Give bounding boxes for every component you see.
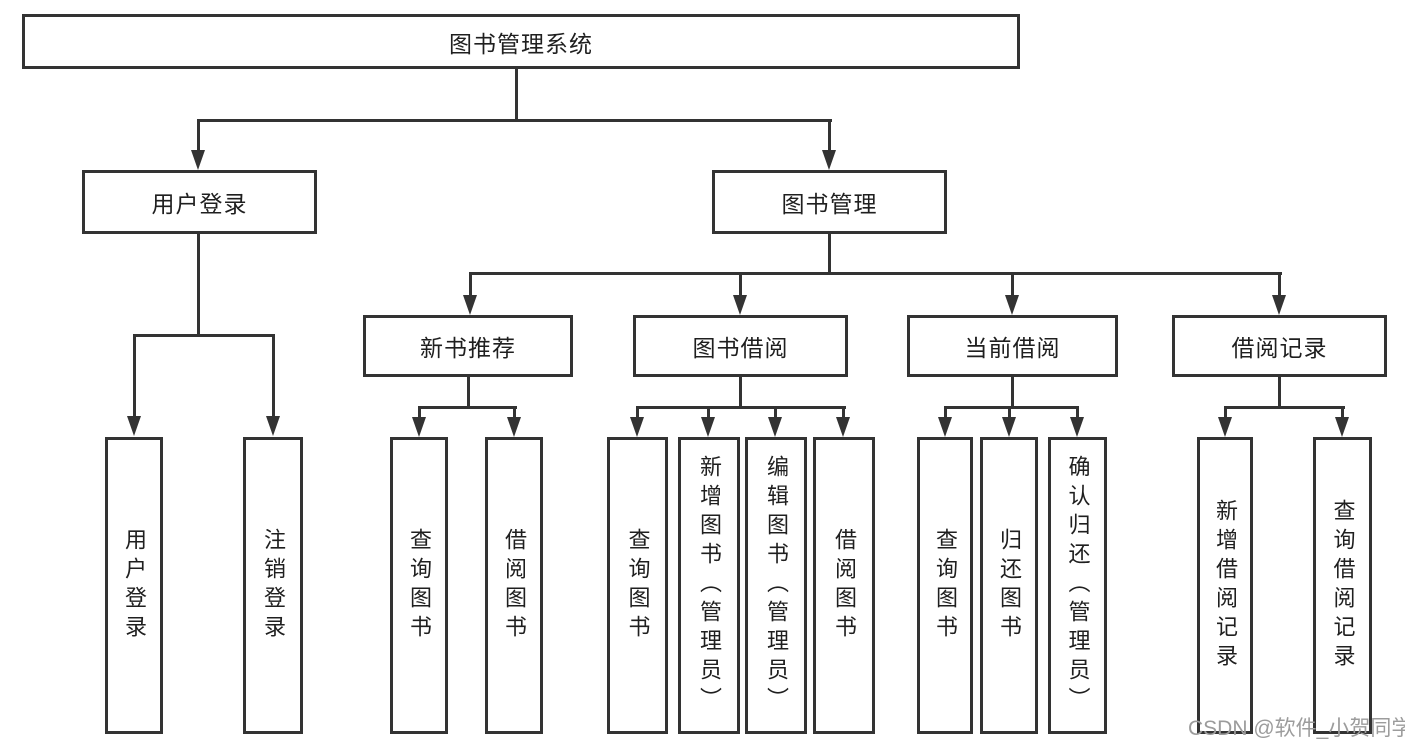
connector-nbr-stem [467, 375, 470, 408]
connector-to-br-add [1224, 406, 1227, 419]
node-library-management-system: 图书管理系统 [22, 14, 1020, 69]
node-label: 查询图书 [625, 527, 651, 644]
node-label: 借阅图书 [502, 527, 527, 644]
node-label: 归还图书 [997, 527, 1022, 644]
leaf-logout-login: 注销登录 [243, 437, 303, 734]
leaf-nbr-borrow-books: 借阅图书 [485, 437, 543, 734]
connector-user-login-split [133, 334, 275, 337]
connector-br-split [1224, 406, 1345, 409]
connector-to-bb-borrow [842, 406, 845, 419]
connector-to-leaf-user-login [133, 334, 136, 418]
connector-bb-stem [739, 375, 742, 408]
node-label: 当前借阅 [964, 335, 1061, 361]
node-label: 用户登录 [122, 527, 147, 644]
connector-root-split [197, 119, 832, 122]
node-label: 查询借阅记录 [1330, 498, 1356, 673]
node-book-management: 图书管理 [712, 170, 947, 234]
node-label: 借阅记录 [1231, 335, 1328, 361]
arrowhead-down [822, 150, 836, 170]
arrowhead-down [266, 416, 280, 436]
connector-cb-split [944, 406, 1079, 409]
arrowhead-down [938, 417, 952, 437]
connector-to-nbr-borrow [513, 406, 516, 419]
arrowhead-down [412, 417, 426, 437]
arrowhead-down [1005, 295, 1019, 315]
connector-to-book-borrow [739, 272, 742, 296]
connector-to-bb-add [707, 406, 710, 419]
node-label: 用户登录 [151, 191, 248, 217]
connector-to-new-book-recommend [469, 272, 472, 296]
connector-book-mgmt-split [469, 272, 1282, 275]
connector-to-bb-edit [774, 406, 777, 419]
connector-cb-stem [1011, 375, 1014, 408]
connector-to-book-management [828, 119, 831, 152]
arrowhead-down [1335, 417, 1349, 437]
connector-to-bb-query [636, 406, 639, 419]
connector-to-current-borrow [1011, 272, 1014, 296]
node-label: 图书管理 [781, 191, 878, 217]
connector-to-leaf-logout [272, 334, 275, 418]
leaf-bb-add-books-admin: 新增图书（管理员） [678, 437, 740, 734]
leaf-bb-borrow-books: 借阅图书 [813, 437, 875, 734]
connector-to-cb-confirm [1076, 406, 1079, 419]
connector-bb-split [636, 406, 846, 409]
leaf-cb-return-books: 归还图书 [980, 437, 1038, 734]
csdn-watermark: CSDN @软件_小贺同学 [1188, 717, 1405, 740]
node-current-borrow: 当前借阅 [907, 315, 1118, 377]
connector-to-cb-return [1008, 406, 1011, 419]
node-label: 图书管理系统 [449, 30, 593, 57]
node-label: 新增图书（管理员） [697, 455, 722, 716]
arrowhead-down [768, 417, 782, 437]
connector-to-br-query [1341, 406, 1344, 419]
arrowhead-down [701, 417, 715, 437]
leaf-nbr-query-books: 查询图书 [390, 437, 448, 734]
connector-nbr-split [418, 406, 517, 409]
leaf-cb-query-books: 查询图书 [917, 437, 973, 734]
arrowhead-down [1002, 417, 1016, 437]
leaf-br-add-record: 新增借阅记录 [1197, 437, 1253, 734]
node-label: 确认归还（管理员） [1065, 455, 1091, 716]
connector-to-borrow-records [1278, 272, 1281, 296]
node-label: 查询图书 [933, 527, 958, 644]
node-user-login: 用户登录 [82, 170, 317, 234]
connector-book-mgmt-stem [828, 234, 831, 274]
arrowhead-down [463, 295, 477, 315]
node-book-borrow: 图书借阅 [633, 315, 848, 377]
node-new-book-recommend: 新书推荐 [363, 315, 573, 377]
node-label: 借阅图书 [832, 527, 857, 644]
arrowhead-down [836, 417, 850, 437]
connector-to-nbr-query [418, 406, 421, 419]
leaf-bb-query-books: 查询图书 [607, 437, 668, 734]
arrowhead-down [1218, 417, 1232, 437]
arrowhead-down [1070, 417, 1084, 437]
node-label: 注销登录 [261, 527, 286, 644]
connector-to-cb-query [944, 406, 947, 419]
arrowhead-down [191, 150, 205, 170]
arrowhead-down [507, 417, 521, 437]
arrowhead-down [630, 417, 644, 437]
arrowhead-down [1272, 295, 1286, 315]
leaf-bb-edit-books-admin: 编辑图书（管理员） [745, 437, 807, 734]
connector-root-stem [515, 69, 518, 121]
connector-br-stem [1278, 375, 1281, 408]
arrowhead-down [733, 295, 747, 315]
leaf-user-login: 用户登录 [105, 437, 163, 734]
connector-user-login-stem [197, 234, 200, 336]
node-label: 新增借阅记录 [1213, 498, 1238, 673]
node-label: 查询图书 [407, 527, 432, 644]
node-borrow-records: 借阅记录 [1172, 315, 1387, 377]
node-label: 编辑图书（管理员） [764, 455, 789, 716]
leaf-cb-confirm-return-admin: 确认归还（管理员） [1048, 437, 1107, 734]
leaf-br-query-record: 查询借阅记录 [1313, 437, 1372, 734]
arrowhead-down [127, 416, 141, 436]
node-label: 图书借阅 [692, 335, 789, 361]
node-label: 新书推荐 [420, 335, 516, 361]
connector-to-user-login [197, 119, 200, 152]
